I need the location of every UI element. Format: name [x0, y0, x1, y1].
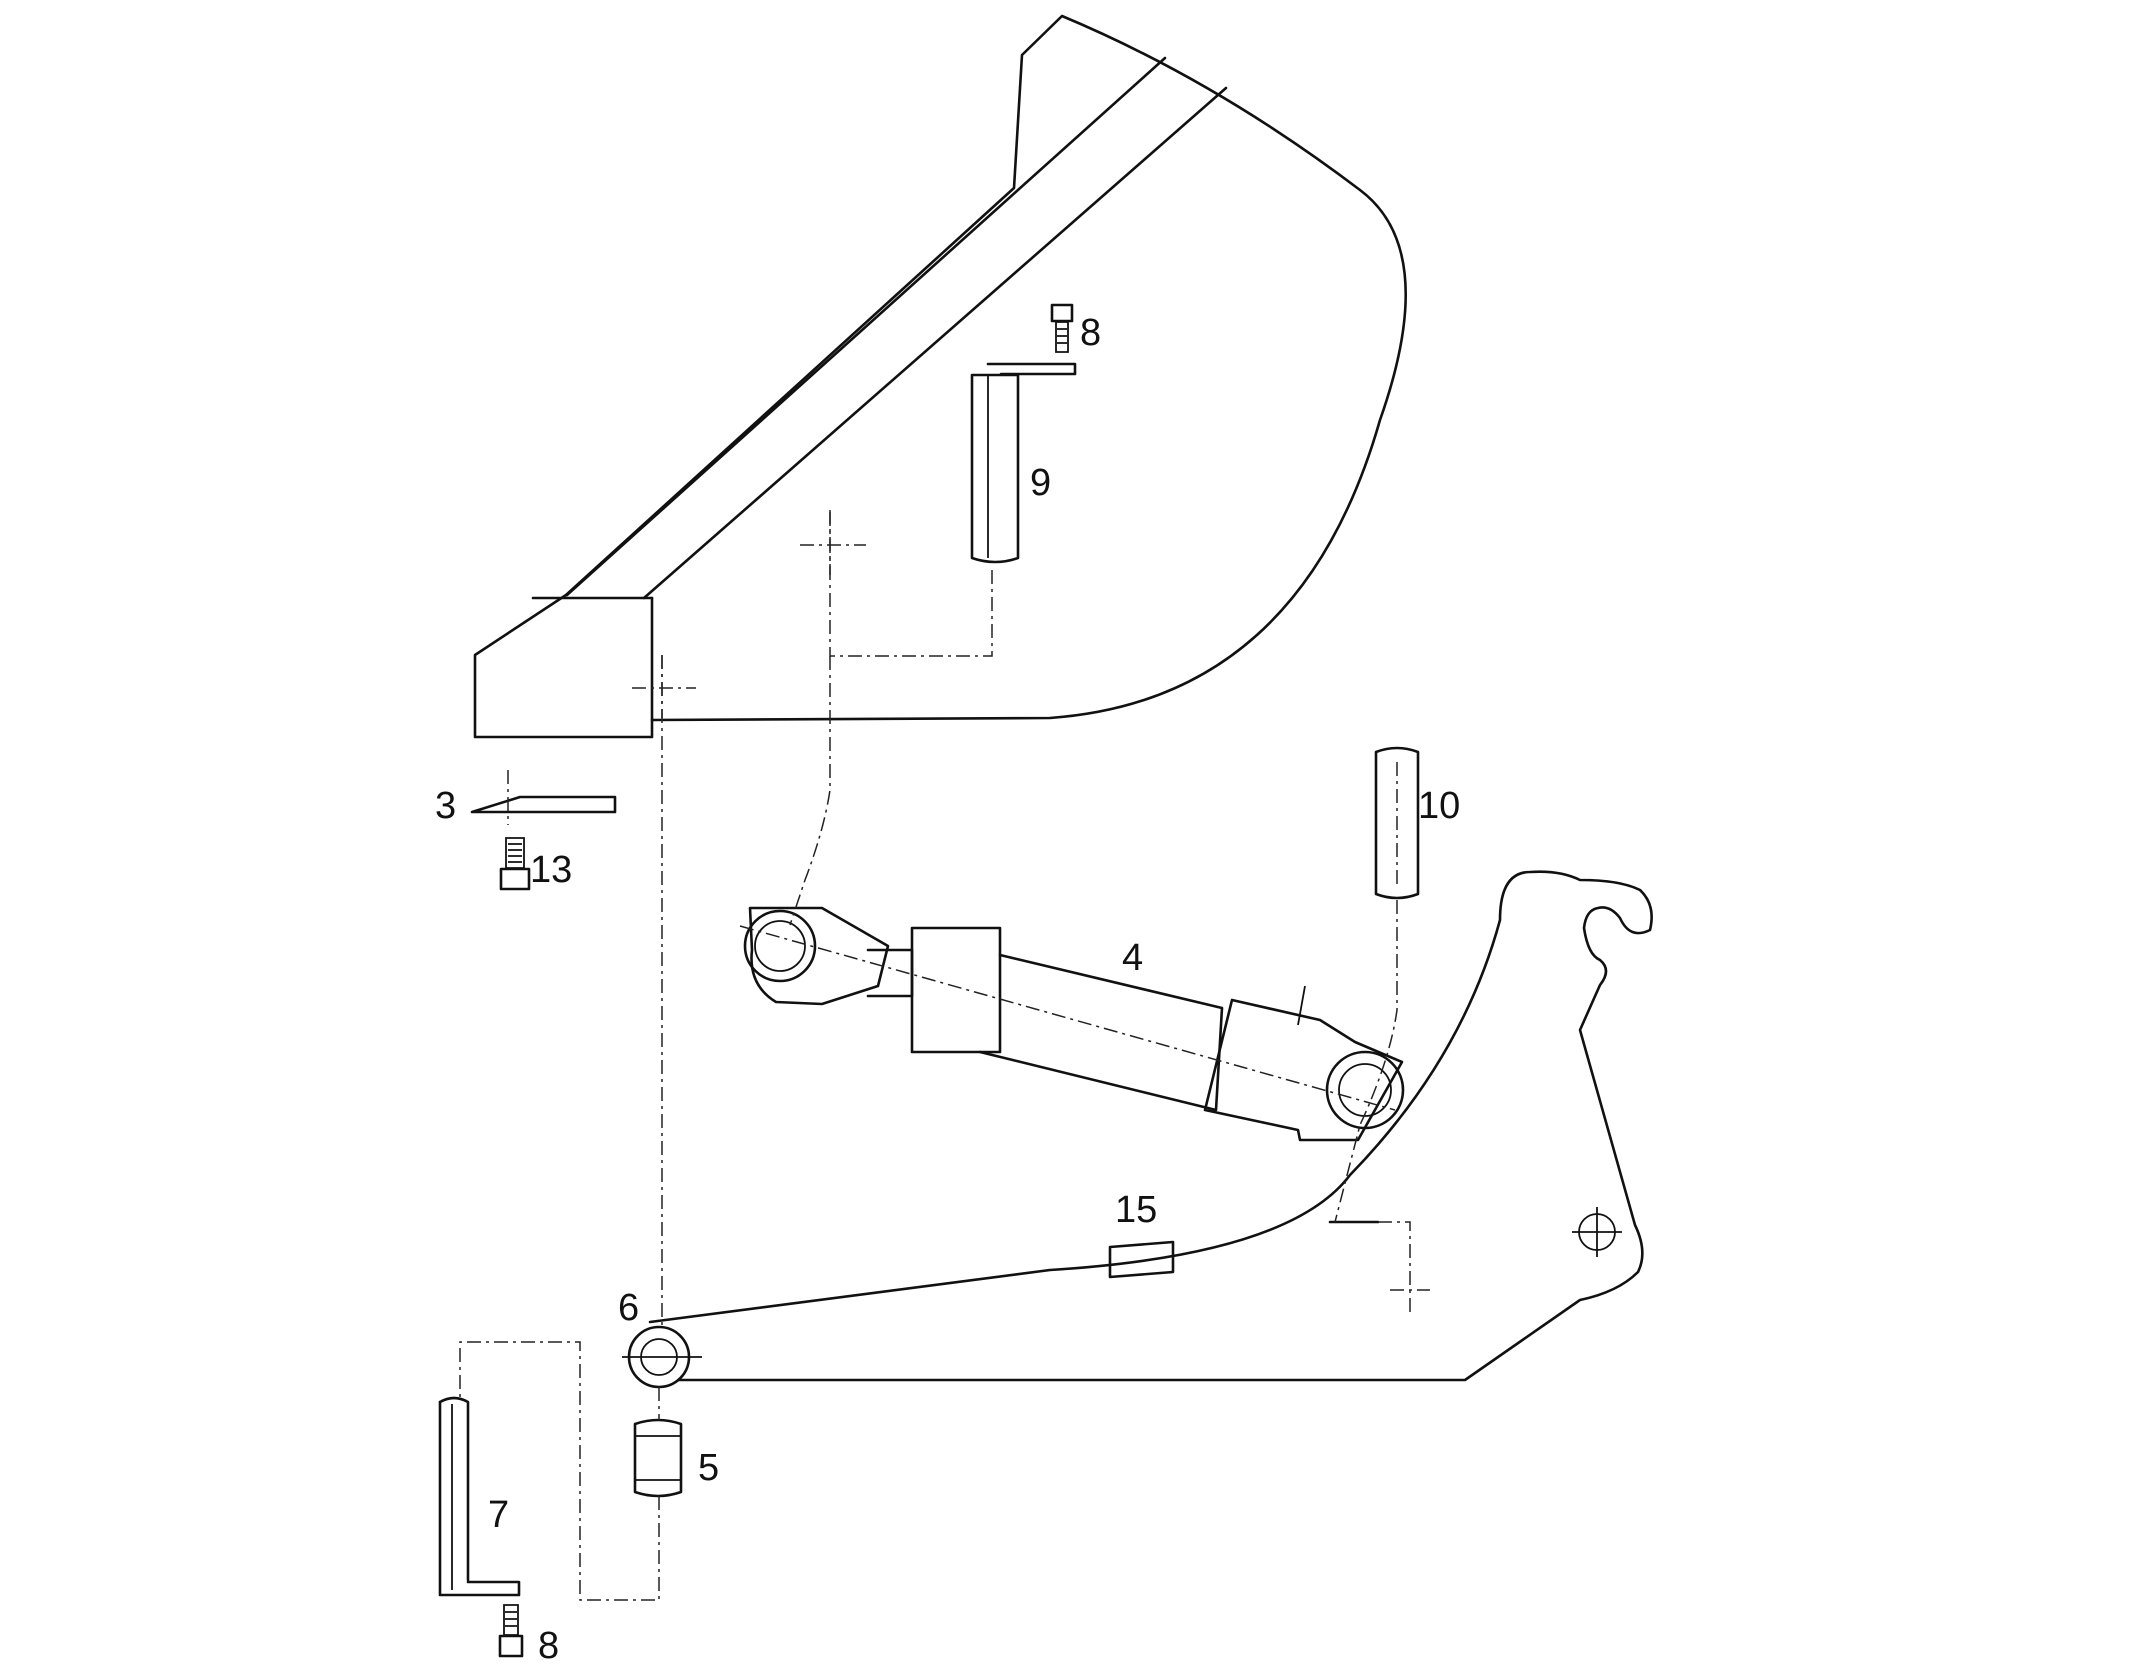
bushing-part-6	[622, 1325, 702, 1389]
bolt-part-13	[499, 837, 531, 891]
callout-13: 13	[530, 849, 572, 891]
callout-10: 10	[1418, 785, 1460, 827]
bolt-part-8-bottom	[498, 1604, 524, 1658]
callout-8-bottom: 8	[538, 1625, 559, 1667]
hydraulic-cylinder-part-4	[739, 906, 1405, 1142]
coupler-arm	[648, 870, 1653, 1382]
callout-4: 4	[1122, 937, 1143, 979]
pin-part-10	[1374, 746, 1420, 900]
bucket	[473, 14, 1407, 739]
callouts: 8 9 3 13 10 4 15 6 5 7 8	[435, 312, 1460, 1667]
callout-3: 3	[435, 785, 456, 827]
assembly-lines	[459, 510, 1430, 1601]
callout-7: 7	[488, 1494, 509, 1536]
callout-15: 15	[1115, 1189, 1157, 1231]
sleeve-part-5	[633, 1418, 683, 1498]
bolt-part-8-top	[1050, 303, 1074, 353]
callout-6: 6	[618, 1287, 639, 1329]
callout-9: 9	[1030, 462, 1051, 504]
wear-pad-part-15	[1108, 1240, 1175, 1279]
pin-part-7	[438, 1396, 521, 1597]
cutting-edge-part-3	[470, 795, 617, 814]
callout-8-top: 8	[1080, 312, 1101, 354]
pin-part-9	[970, 362, 1077, 564]
callout-5: 5	[698, 1447, 719, 1489]
